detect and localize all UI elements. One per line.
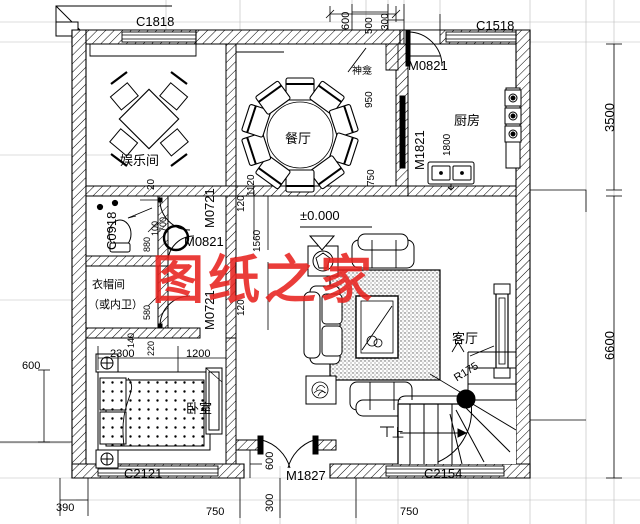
dim-500-top: 500 [364, 17, 375, 34]
door-code-m0821-mid: M0821 [184, 234, 224, 249]
room-label-cloakroom: 衣帽间 [92, 278, 125, 291]
dim-1800-dining: 1800 [442, 133, 453, 156]
room-label-cloakroom-alt: （或内卫） [88, 298, 143, 311]
dim-1120: 1120 [246, 174, 257, 196]
door-code-m0721-a: M0721 [202, 188, 217, 228]
stair-newel-post [456, 389, 476, 409]
dim-6600-right: 6600 [602, 331, 617, 360]
service-core-leaders [140, 199, 159, 329]
note-up-arrow-label: 上 [392, 426, 405, 440]
corridor-door-circle [162, 224, 190, 252]
walls [71, 29, 531, 479]
dim-2300-bed: 2300 [110, 348, 135, 360]
room-label-bedroom: 卧室 [186, 402, 213, 417]
dim-120-a: 120 [236, 195, 247, 212]
door-code-m0821-top: M0821 [408, 58, 448, 73]
recreation-room-furniture [109, 71, 189, 167]
staircase [380, 341, 517, 465]
level-marker-label: ±0.000 [300, 208, 340, 223]
shrine-leader [347, 47, 367, 73]
level-symbol [300, 226, 372, 251]
bedroom-furniture [95, 353, 223, 469]
door-m1821 [399, 95, 406, 169]
dim-950-shrine: 950 [364, 91, 375, 108]
dim-140: 140 [126, 332, 136, 348]
dim-300-top: 300 [380, 13, 391, 30]
dining-furniture [241, 77, 359, 193]
watermark-text: 图纸之家 [152, 251, 377, 311]
note-shrine: 神龛 [352, 66, 372, 77]
room-label-kitchen: 厨房 [454, 114, 481, 129]
room-label-living: 客厅 [452, 332, 479, 347]
window-code-c2154: C2154 [424, 466, 463, 481]
room-label-recreation: 娱乐间 [120, 154, 160, 169]
kitchen-fixtures [427, 87, 522, 191]
window-code-c0918: C0918 [104, 211, 119, 250]
dim-300-bottom: 300 [264, 493, 276, 512]
dim-880: 880 [142, 236, 152, 252]
dim-700: 700 [158, 216, 168, 232]
room-label-dining: 餐厅 [285, 132, 312, 147]
dim-1200-bed: 1200 [186, 348, 211, 360]
door-code-m1827: M1827 [286, 468, 326, 483]
bathroom-fixtures [96, 199, 153, 253]
door-code-m1821: M1821 [412, 130, 427, 170]
dimension-lines [0, 4, 622, 518]
dim-3500-right: 3500 [602, 103, 617, 132]
dim-600-door: 600 [264, 451, 276, 470]
dim-220: 220 [146, 340, 156, 356]
window-code-c1518: C1518 [476, 18, 515, 33]
dim-600-left: 600 [22, 360, 41, 372]
dim-20: 20 [146, 178, 157, 190]
door-m0821-top [405, 29, 443, 67]
window-code-c1818: C1818 [136, 14, 175, 29]
dim-600-top: 600 [340, 11, 352, 30]
window-code-c2121: C2121 [124, 466, 163, 481]
dim-750-bottom-2: 750 [400, 506, 419, 518]
living-room-furniture [303, 233, 511, 417]
dim-580: 580 [142, 304, 152, 320]
dim-390-bottom: 390 [56, 502, 75, 514]
front-door-m1827 [257, 435, 319, 469]
dim-750-dining: 750 [366, 169, 377, 186]
dim-750-bottom-1: 750 [206, 506, 225, 518]
